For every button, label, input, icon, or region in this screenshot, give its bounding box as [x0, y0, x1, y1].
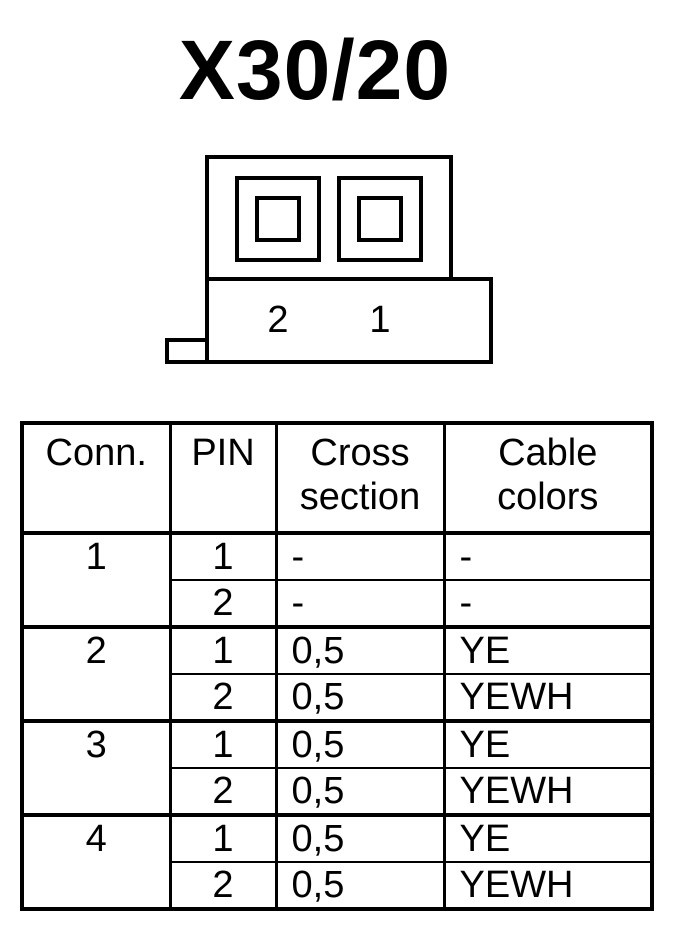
- pin-cell: 2: [168, 674, 278, 723]
- pinout-table: Conn. PIN Cross section Cable colors 1 1…: [20, 421, 654, 911]
- cross-section-cell: 0,5: [274, 862, 446, 911]
- table-row: 1 1 - -: [20, 533, 654, 629]
- pin-cell: 2: [168, 862, 278, 911]
- connector-diagram: 2 1: [165, 155, 493, 364]
- cross-section-cell: 0,5: [274, 674, 446, 723]
- header-cross-section: Cross section: [274, 423, 446, 535]
- pin-socket-1-inner: [357, 196, 403, 242]
- conn-cell: 3: [20, 721, 172, 817]
- table-row: 2 1 0,5 YE: [20, 627, 654, 723]
- pin-socket-1-outer: [337, 176, 423, 262]
- connector-title: X30/20: [178, 23, 452, 117]
- cable-color-cell: YEWH: [442, 862, 654, 911]
- table-row: 2 0,5 YEWH: [22, 674, 654, 723]
- table-row: 2 0,5 YEWH: [22, 862, 654, 911]
- cross-section-cell: 0,5: [274, 627, 446, 675]
- pin-label-2: 2: [267, 299, 288, 341]
- cable-color-cell: YE: [442, 721, 654, 769]
- connector-housing-base: [205, 277, 493, 364]
- cable-color-cell: YEWH: [442, 674, 654, 723]
- connector-latch-tab: [165, 338, 209, 364]
- pin-cell: 1: [168, 627, 278, 675]
- conn-cell: 1: [20, 533, 172, 629]
- cable-color-cell: YE: [442, 627, 654, 675]
- pin-label-1: 1: [369, 299, 390, 341]
- cross-section-cell: -: [274, 533, 446, 581]
- table-row: 3 1 0,5 YE: [20, 721, 654, 817]
- cross-section-cell: 0,5: [274, 721, 446, 769]
- cross-section-cell: -: [274, 580, 446, 629]
- cable-color-cell: YE: [442, 815, 654, 863]
- cross-section-cell: 0,5: [274, 815, 446, 863]
- header-conn: Conn.: [20, 423, 172, 535]
- pin-cell: 1: [168, 533, 278, 581]
- header-colors-line1: Cable: [498, 432, 598, 474]
- header-cross-line2: section: [299, 476, 421, 518]
- pin-cell: 1: [168, 815, 278, 863]
- header-colors-line2: colors: [497, 476, 599, 518]
- header-pin: PIN: [168, 423, 278, 535]
- table-row: 2 0,5 YEWH: [22, 768, 654, 817]
- table-header-row: Conn. PIN Cross section Cable colors: [20, 423, 654, 535]
- cross-section-cell: 0,5: [274, 768, 446, 817]
- pin-socket-2-outer: [235, 176, 321, 262]
- table-row: 2 - -: [22, 580, 654, 629]
- cable-color-cell: -: [442, 533, 654, 581]
- pin-cell: 1: [168, 721, 278, 769]
- conn-cell: 4: [20, 815, 172, 911]
- conn-cell: 2: [20, 627, 172, 723]
- table-row: 4 1 0,5 YE: [20, 815, 654, 911]
- cable-color-cell: -: [442, 580, 654, 629]
- header-cable-colors: Cable colors: [442, 423, 654, 535]
- cable-color-cell: YEWH: [442, 768, 654, 817]
- header-cross-line1: Cross: [310, 432, 410, 474]
- pin-cell: 2: [168, 580, 278, 629]
- pin-cell: 2: [168, 768, 278, 817]
- pin-socket-2-inner: [255, 196, 301, 242]
